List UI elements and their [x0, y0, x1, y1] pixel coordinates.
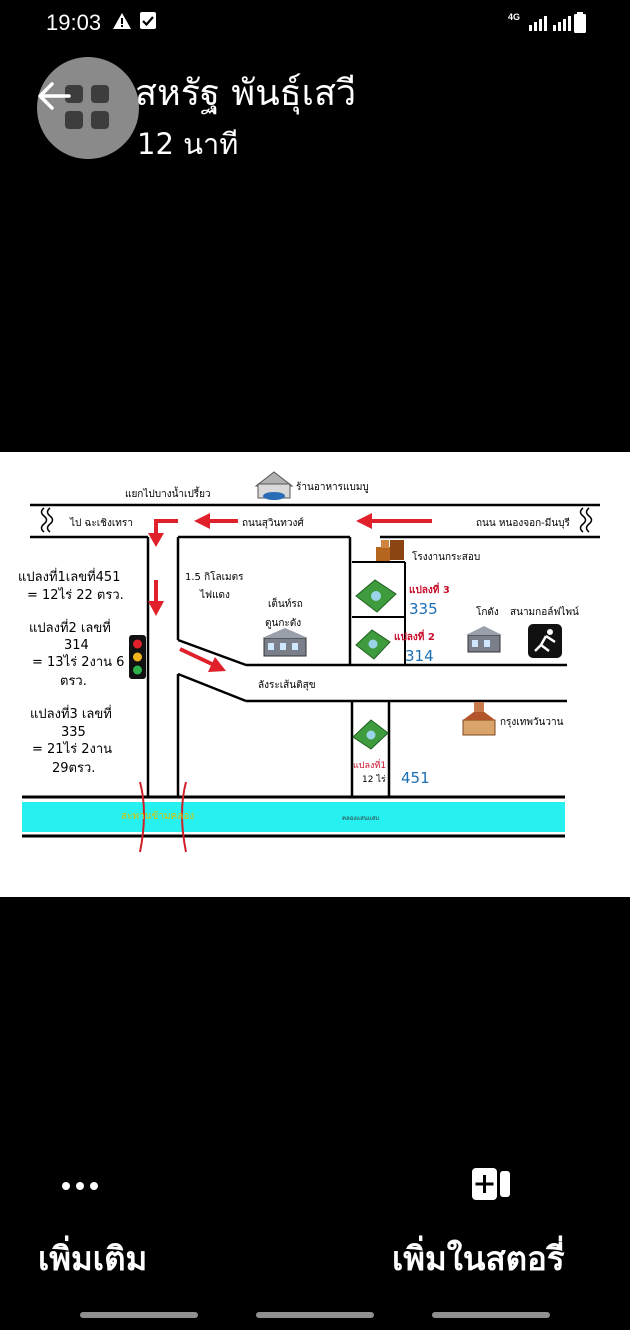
car-tent-building-icon: [262, 628, 308, 657]
avatar-tile: [91, 85, 109, 103]
avatar-tile: [91, 111, 109, 129]
plot-info-line: 335: [61, 725, 86, 740]
signal-bars-icon: [529, 16, 571, 31]
traffic-light-icon: [129, 635, 146, 679]
map-label-restaurant: ร้านอาหารแบมบู: [296, 481, 369, 493]
church-building-icon: [462, 702, 496, 736]
plot-info-line: 314: [64, 638, 89, 653]
warehouse-building-icon: [466, 626, 502, 653]
map-label-road-right: ถนน หนองจอก-มีนบุรี: [476, 517, 571, 529]
map-label-warehouse: โกดัง: [476, 605, 499, 618]
golf-icon: [528, 624, 562, 658]
plot-info-line: แปลงที่1เลขที่451: [18, 568, 120, 585]
map-label-tent-2: ตูนกะตัง: [265, 618, 301, 629]
plot-info-line: แปลงที่3 เลขที่: [30, 705, 112, 722]
nav-pill[interactable]: [80, 1312, 198, 1318]
ellipsis-icon[interactable]: [60, 1180, 100, 1192]
arrow-left-icon[interactable]: [36, 80, 72, 112]
plot-info-line: แปลงที่2 เลขที่: [29, 619, 111, 636]
more-button[interactable]: เพิ่มเติม: [38, 1239, 148, 1278]
story-time-ago: 12 นาที: [137, 127, 239, 161]
factory-icon: [376, 540, 404, 561]
story-map-image: แยกไปบางน้ำเปรี้ยว ร้านอาหารแบมบู ไป ฉะเ…: [0, 452, 630, 897]
soi-roads: [177, 537, 567, 797]
map-label-plot-3: แปลงที่ 3: [409, 582, 450, 596]
restaurant-building-icon: [254, 471, 294, 500]
map-plot-3-number: 335: [409, 600, 438, 618]
status-bar: 19:03 4G: [0, 0, 630, 46]
map-label-golf: สนามกอล์ฟไพน์: [510, 606, 579, 618]
plot-info-line: ตรว.: [60, 674, 87, 689]
avatar[interactable]: [37, 57, 139, 159]
plot-1-icon: [352, 719, 389, 750]
plot-info-line: = 12ไร่ 22 ตรว.: [27, 587, 124, 603]
map-label-plot-2: แปลงที่ 2: [394, 629, 435, 643]
add-to-story-button[interactable]: เพิ่มในสตอรี่: [392, 1239, 565, 1278]
map-label-soi: ลังระเส้นติสุข: [258, 679, 316, 691]
map-label-traffic-light: ไฟแดง: [199, 589, 230, 601]
status-time: 19:03: [46, 10, 102, 35]
direction-arrows: [148, 513, 432, 672]
checkbox-icon: [140, 12, 156, 29]
map-label-church: กรุงเทพวันวาน: [500, 717, 564, 728]
warning-triangle-icon: [113, 13, 131, 29]
plot-info-line: = 13ไร่ 2งาน 6: [32, 654, 124, 670]
add-to-story-icon[interactable]: [471, 1167, 511, 1201]
nav-pill[interactable]: [256, 1312, 374, 1318]
map-illustration: แยกไปบางน้ำเปรี้ยว ร้านอาหารแบมบู ไป ฉะเ…: [18, 471, 600, 853]
map-label-top: แยกไปบางน้ำเปรี้ยว: [125, 486, 211, 500]
map-label-bridge: สะพานข้ามคลอง: [121, 810, 194, 822]
nav-pill[interactable]: [432, 1312, 550, 1318]
map-plot-2-number: 314: [405, 647, 434, 665]
battery-icon: [574, 12, 586, 33]
plot-info-line: 29ตรว.: [52, 761, 95, 776]
plot-2-icon: [355, 629, 391, 660]
map-label-plot-1: แปลงที่1: [353, 758, 386, 771]
plot-info-line: = 21ไร่ 2งาน: [32, 741, 112, 757]
map-label-tent-1: เต็นท์รถ: [268, 596, 303, 610]
map-label-canal: คลองแสนแสบ: [342, 815, 379, 822]
avatar-tile: [65, 111, 83, 129]
map-label-road-left: ไป ฉะเชิงเทรา: [69, 517, 133, 529]
map-label-factory: โรงงานกระสอบ: [412, 550, 480, 563]
avatar-tile: [65, 85, 83, 103]
main-road: [30, 503, 600, 539]
map-plot-1-number: 451: [401, 769, 430, 787]
map-label-road-main: ถนนสุวินทวงศ์: [242, 517, 304, 529]
map-label-distance: 1.5 กิโลเมตร: [185, 570, 244, 583]
plot-3-icon: [355, 579, 397, 613]
canal: [22, 781, 565, 853]
story-author-name[interactable]: สหรัฐ พันธุ์เสวี: [135, 73, 357, 114]
map-label-plot-1-area: 12 ไร่: [362, 774, 386, 785]
network-type-label: 4G: [508, 12, 521, 22]
left-road: [146, 537, 180, 797]
